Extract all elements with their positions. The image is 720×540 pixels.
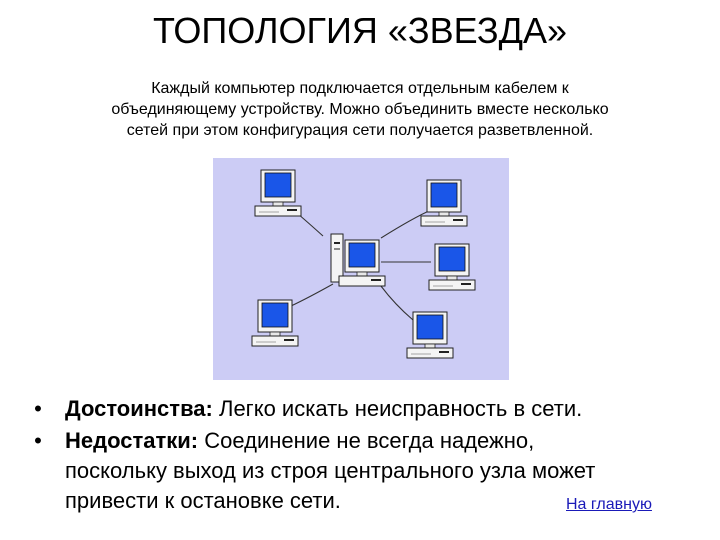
intro-text: Каждый компьютер подключается отдельным … [60, 78, 660, 141]
computer-icon [420, 179, 468, 227]
intro-line: Каждый компьютер подключается отдельным … [151, 80, 569, 97]
bullet-marker: • [34, 428, 42, 453]
hub-computer-icon [330, 233, 386, 287]
intro-line: объединяющему устройству. Можно объедини… [111, 101, 609, 118]
pros-cons-list: • Достоинства: Легко искать неисправност… [28, 394, 688, 518]
computer-icon [254, 169, 302, 217]
computer-icon [406, 311, 454, 359]
computer-icon [428, 243, 476, 291]
computer-icon [251, 299, 299, 347]
bullet-line: Недостатки: Соединение не всегда надежно… [65, 426, 688, 456]
advantages-label: Достоинства: [65, 396, 213, 421]
cable [290, 283, 334, 307]
list-item-advantages: • Достоинства: Легко искать неисправност… [28, 394, 688, 424]
home-link[interactable]: На главную [566, 496, 652, 513]
slide-title: ТОПОЛОГИЯ «ЗВЕЗДА» [153, 10, 567, 51]
bullet-line: поскольку выход из строя центрального уз… [65, 458, 596, 483]
advantages-text: Легко искать неисправность в сети. [219, 396, 583, 421]
bullet-marker: • [34, 396, 42, 421]
disadvantages-label: Недостатки: [65, 428, 199, 453]
bullet-line: Достоинства: Легко искать неисправность … [65, 394, 688, 424]
disadvantages-text: Соединение не всегда надежно, [204, 428, 535, 453]
intro-line: сетей при этом конфигурация сети получае… [126, 122, 594, 139]
bullet-line: привести к остановке сети. [65, 488, 341, 513]
star-topology-diagram [213, 158, 509, 380]
list-item-disadvantages: • Недостатки: Соединение не всегда надеж… [28, 426, 688, 516]
